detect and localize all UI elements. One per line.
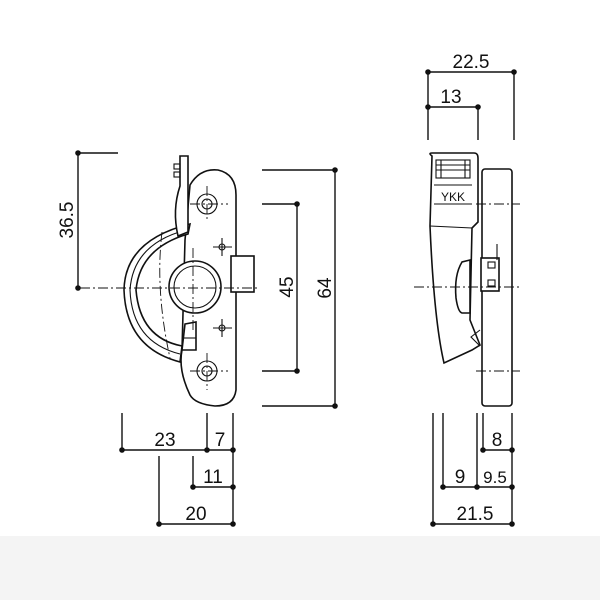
dim-8: 8 [492,430,503,451]
dim-23: 23 [154,430,175,451]
dim-7: 7 [215,430,226,451]
dim-64: 64 [315,277,336,299]
side-view-dimensions: 22.5 13 8 9 9.5 21.5 [425,52,517,527]
dim-21-5: 21.5 [457,504,494,525]
ykk-logo: YKK [441,190,465,204]
dim-9: 9 [455,467,466,488]
dim-36-5: 36.5 [57,202,78,239]
front-view-dimensions: 36.5 45 64 23 7 11 20 [57,150,338,527]
dim-20: 20 [185,504,206,525]
front-view-lock [80,155,258,407]
dim-13: 13 [440,87,461,108]
bottom-band [0,536,600,600]
dim-45: 45 [277,276,298,297]
dim-22-5: 22.5 [453,52,490,73]
dim-11: 11 [203,467,223,488]
side-view-lock: YKK [414,152,520,407]
dim-9-5: 9.5 [483,468,507,487]
